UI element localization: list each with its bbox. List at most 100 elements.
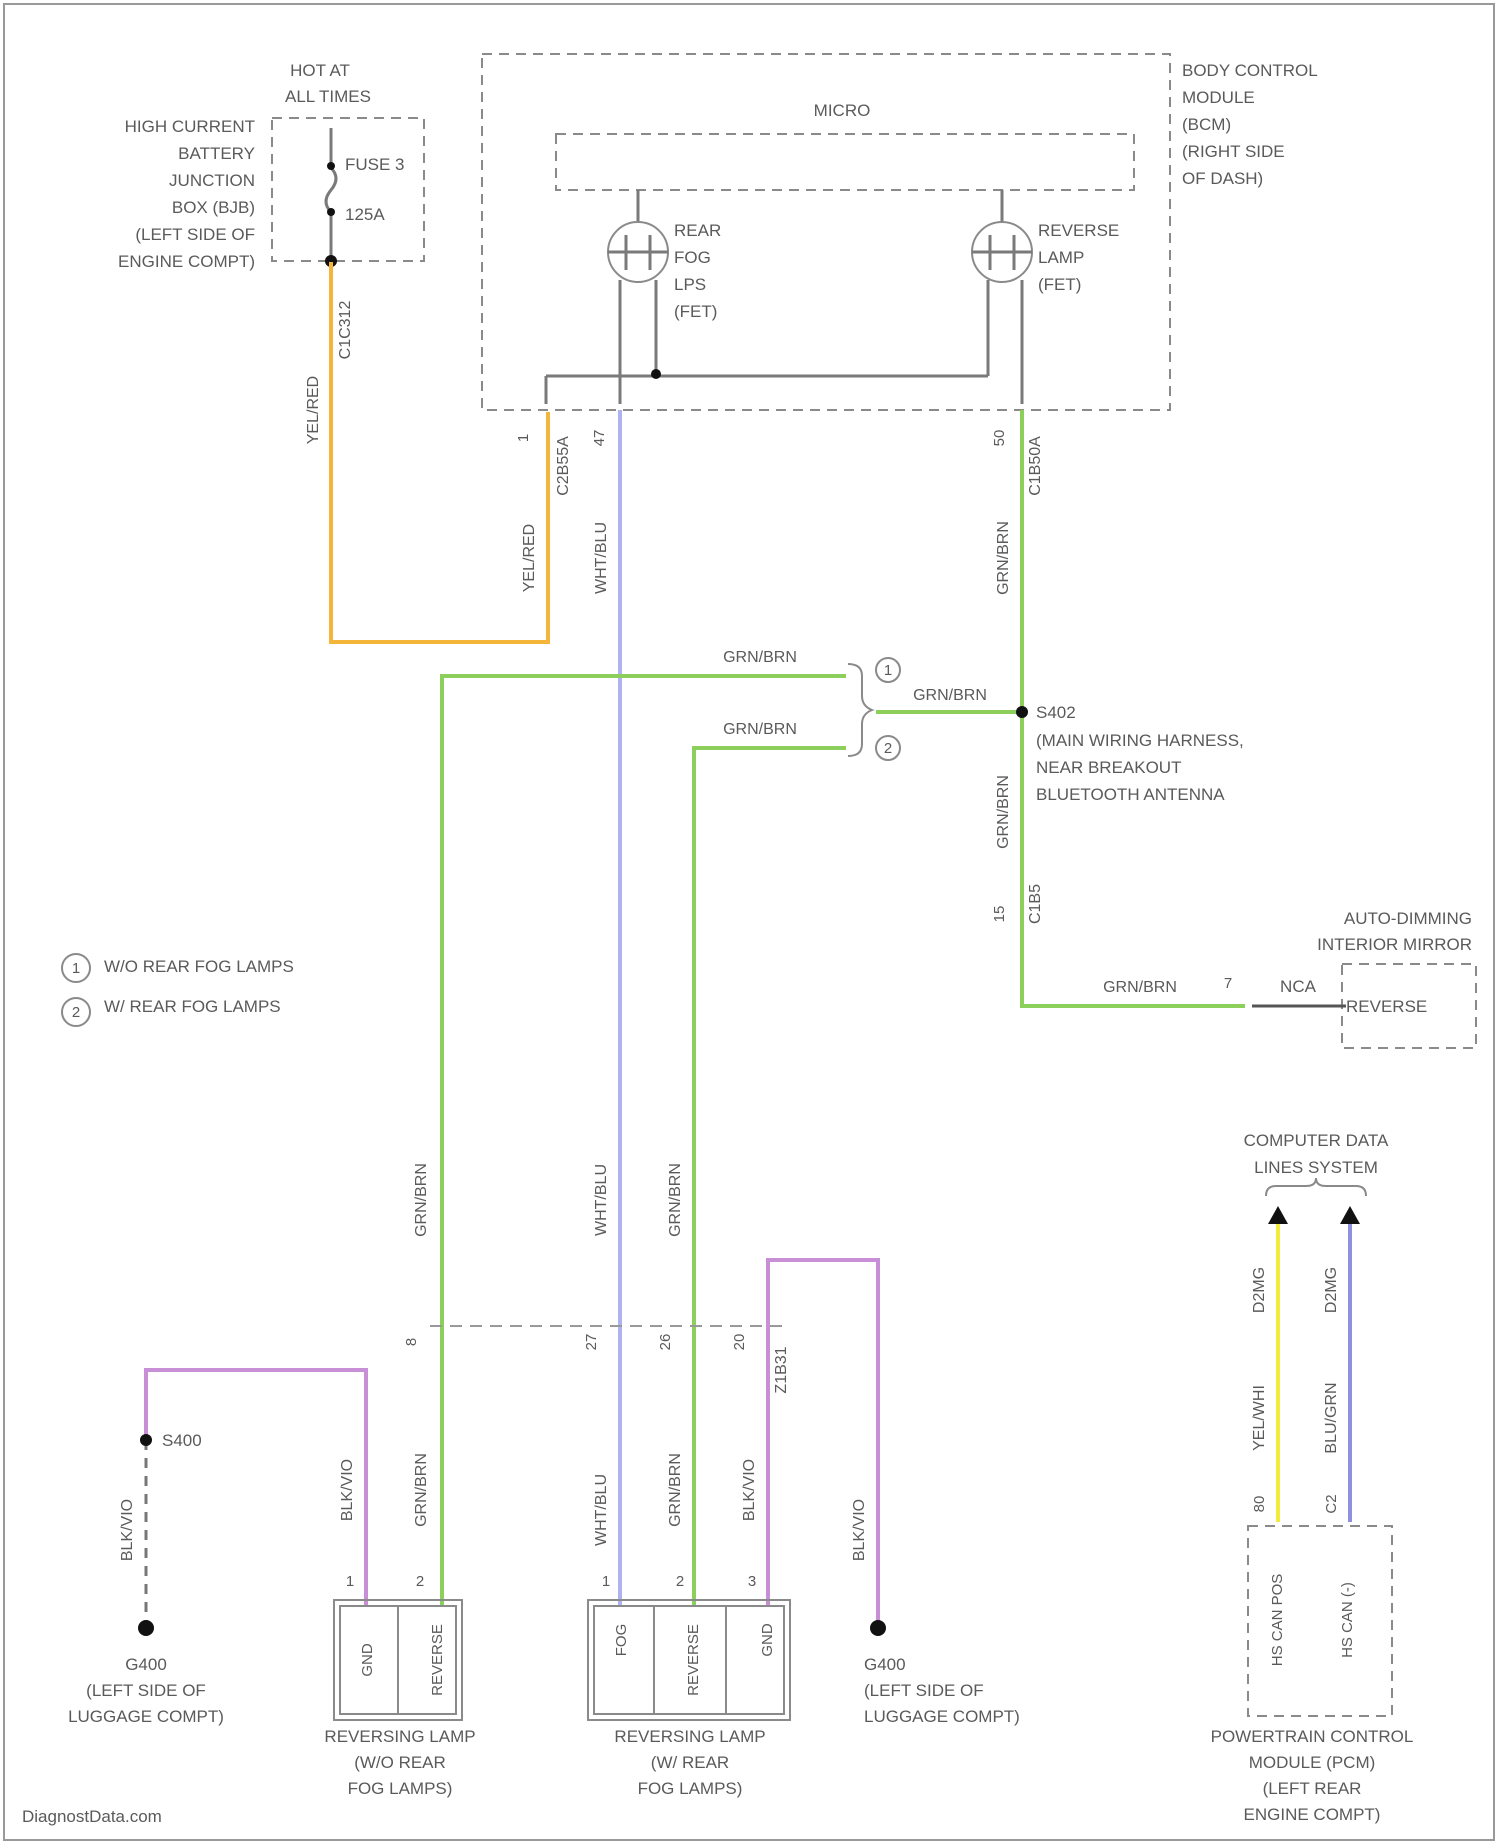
wire-blk-vio-left (146, 1370, 366, 1606)
label-blk-vio-2: BLK/VIO (741, 1459, 758, 1521)
lamp2-name-1: REVERSING LAMP (614, 1727, 765, 1746)
label-wht-blu-3: WHT/BLU (593, 1474, 610, 1546)
bjb-name-6: ENGINE COMPT) (118, 252, 255, 271)
option-marker-2-num: 2 (884, 740, 892, 757)
mirror-reverse: REVERSE (1346, 997, 1427, 1016)
label-circuit-2: C2B55A (555, 436, 572, 496)
label-yel-red-1: YEL/RED (305, 376, 322, 444)
fuse-symbol (326, 168, 336, 212)
rear-pin-20: 20 (731, 1334, 748, 1351)
label-grn-brn-h4: GRN/BRN (1103, 979, 1177, 996)
bcm-name-2: MODULE (1182, 88, 1255, 107)
lamp2-pin-gnd: GND (759, 1623, 776, 1657)
bjb-name-3: JUNCTION (169, 171, 255, 190)
lamp2-pin-num-2: 2 (676, 1573, 684, 1590)
label-grn-brn-3: GRN/BRN (413, 1163, 430, 1237)
label-blk-vio-3: BLK/VIO (851, 1499, 868, 1561)
label-circuit-1: C1C312 (337, 301, 354, 360)
pcm-name-4: ENGINE COMPT) (1244, 1805, 1381, 1824)
bcm-name-3: (BCM) (1182, 115, 1231, 134)
ground-left-id: G400 (125, 1655, 167, 1674)
bjb-name-1: HIGH CURRENT (125, 117, 255, 136)
label-grn-brn-4: GRN/BRN (667, 1163, 684, 1237)
mirror-nca: NCA (1280, 977, 1317, 996)
splice-s400-node (140, 1434, 152, 1446)
reversing-lamp-1: GND REVERSE 1 2 REVERSING LAMP (W/O REAR… (324, 1573, 475, 1798)
ground-right-node (870, 1620, 886, 1636)
legend-text-1: W/O REAR FOG LAMPS (104, 957, 294, 976)
splice-s400-label: S400 (162, 1431, 202, 1450)
rear-fog-fet-label-2: FOG (674, 248, 711, 267)
ground-left-desc-1: (LEFT SIDE OF (86, 1681, 206, 1700)
mirror-pin: 7 (1224, 975, 1232, 992)
bcm-pin-50: 50 (991, 430, 1008, 447)
label-blk-vio-4: BLK/VIO (119, 1499, 136, 1561)
label-wht-blu-1: WHT/BLU (593, 522, 610, 594)
lamp2-name-3: FOG LAMPS) (638, 1779, 743, 1798)
rear-pin-27: 27 (583, 1334, 600, 1351)
powertrain-control-module: HS CAN POS HS CAN (-) POWERTRAIN CONTROL… (1211, 1526, 1414, 1824)
reverse-fet-label-2: LAMP (1038, 248, 1084, 267)
body-control-module: BODY CONTROL MODULE (BCM) (RIGHT SIDE OF… (482, 54, 1318, 446)
micro-outline (556, 134, 1134, 190)
label-grn-brn-6: GRN/BRN (667, 1453, 684, 1527)
mirror-name-2: INTERIOR MIRROR (1317, 935, 1472, 954)
wires (146, 262, 1350, 1626)
hot-at-label-2: ALL TIMES (285, 87, 371, 106)
bjb-name-5: (LEFT SIDE OF (135, 225, 255, 244)
rear-fog-fet-label-4: (FET) (674, 302, 717, 321)
label-wht-blu-2: WHT/BLU (593, 1164, 610, 1236)
auto-dimming-mirror: AUTO-DIMMING INTERIOR MIRROR 7 NCA REVER… (1224, 909, 1476, 1048)
micro-label: MICRO (814, 101, 871, 120)
ground-right-desc-2: LUGGAGE COMPT) (864, 1707, 1020, 1726)
legend-num-1: 1 (72, 960, 80, 977)
computer-data-lines: COMPUTER DATA LINES SYSTEM (1244, 1131, 1389, 1224)
rear-fog-fet-label-3: LPS (674, 275, 706, 294)
option-selector: 1 2 (848, 658, 900, 760)
label-blk-vio-1: BLK/VIO (339, 1459, 356, 1521)
rear-fog-fet-label-1: REAR (674, 221, 721, 240)
label-circuit-7: D2MG (1323, 1267, 1340, 1313)
ground-left: S400 G400 (LEFT SIDE OF LUGGAGE COMPT) (68, 1431, 224, 1726)
watermark: DiagnostData.com (22, 1807, 162, 1826)
pcm-pin-label-2: HS CAN (-) (1339, 1582, 1356, 1658)
data-lines-name-1: COMPUTER DATA (1244, 1131, 1389, 1150)
splice-desc-1: (MAIN WIRING HARNESS, (1036, 731, 1244, 750)
option-bracket (848, 664, 872, 756)
lamp1-pin-reverse: REVERSE (429, 1624, 446, 1696)
data-line-arrow-2 (1340, 1206, 1360, 1224)
bcm-pin-47: 47 (591, 430, 608, 447)
pcm-name-1: POWERTRAIN CONTROL (1211, 1727, 1414, 1746)
pcm-name-3: (LEFT REAR (1263, 1779, 1362, 1798)
bcm-name-1: BODY CONTROL (1182, 61, 1318, 80)
mirror-name-1: AUTO-DIMMING (1344, 909, 1472, 928)
fuse-box-outline (272, 118, 424, 261)
bjb-name-2: BATTERY (178, 144, 255, 163)
bcm-name-4: (RIGHT SIDE (1182, 142, 1285, 161)
fuse-terminal-top (327, 162, 335, 170)
pcm-name-2: MODULE (PCM) (1249, 1753, 1376, 1772)
label-yel-whi: YEL/WHI (1251, 1385, 1268, 1451)
fuse-rating: 125A (345, 205, 385, 224)
lamp2-name-2: (W/ REAR (651, 1753, 729, 1772)
label-grn-brn-h1: GRN/BRN (723, 649, 797, 666)
pcm-pin-2: C2 (1323, 1494, 1340, 1513)
label-grn-brn-h3: GRN/BRN (723, 721, 797, 738)
ground-right-desc-1: (LEFT SIDE OF (864, 1681, 984, 1700)
data-lines-bracket (1266, 1178, 1366, 1196)
lamp2-pin-num-1: 1 (602, 1573, 610, 1590)
legend: 1 W/O REAR FOG LAMPS 2 W/ REAR FOG LAMPS (62, 954, 294, 1026)
wire-blk-vio-right (768, 1260, 878, 1626)
lamp1-pin-num-1: 1 (346, 1573, 354, 1590)
mirror-connector-pin: 15 (991, 906, 1008, 923)
lamp2-pin-reverse: REVERSE (685, 1624, 702, 1696)
wire-grn-brn-branch-1 (442, 676, 846, 1606)
label-circuit-6: D2MG (1251, 1267, 1268, 1313)
legend-num-2: 2 (72, 1004, 80, 1021)
wire-yel-red-fuse (331, 262, 548, 642)
lamp2-pin-fog: FOG (613, 1624, 630, 1657)
lamp1-name-1: REVERSING LAMP (324, 1727, 475, 1746)
ground-right: G400 (LEFT SIDE OF LUGGAGE COMPT) (864, 1620, 1020, 1726)
fuse-id: FUSE 3 (345, 155, 405, 174)
